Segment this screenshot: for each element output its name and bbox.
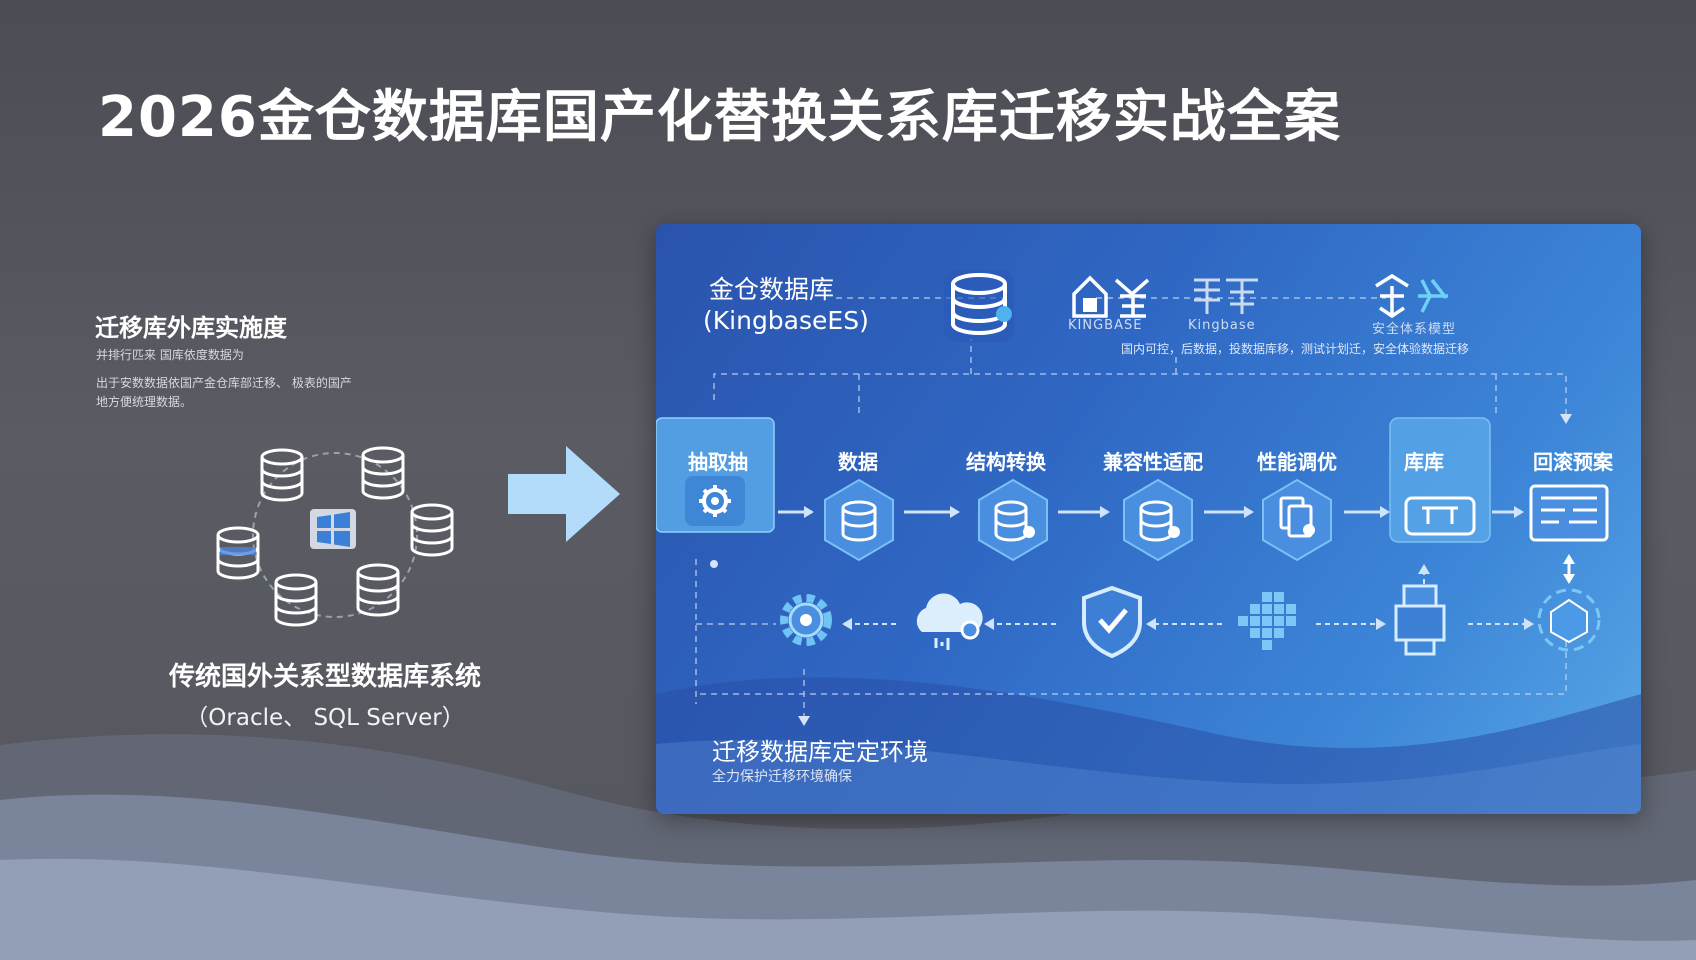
database-icon: [356, 563, 400, 617]
env-subtitle: 全力保护迁移环境确保: [712, 769, 852, 785]
kingbase-logo-icon: [1194, 278, 1258, 314]
logo-caption: Kingbase: [1188, 318, 1256, 333]
kingbase-name: 金仓数据库: [709, 275, 835, 304]
server-stack-icon: [1394, 584, 1446, 656]
step-label-extract: 抽取抽: [688, 450, 748, 474]
left-subtext: 出于安数数据依国产金仓库部迁移、 极表的国产: [96, 376, 352, 390]
kingbase-database-icon: [944, 270, 1014, 342]
step-label-schema: 结构转换: [966, 450, 1046, 474]
logo-caption: 安全体系模型: [1372, 322, 1457, 337]
shield-check-icon: [1082, 585, 1142, 659]
schema-step-icon: [978, 478, 1048, 562]
database-icon: [410, 503, 454, 557]
gear-icon: [685, 476, 745, 526]
migration-arrow-icon: [508, 446, 620, 542]
step-label-perf: 性能调优: [1257, 450, 1337, 474]
page-title: 2026金仓数据库国产化替换关系库迁移实战全案: [98, 85, 1341, 150]
step-label-compat: 兼容性适配: [1103, 450, 1203, 474]
kingbase-english-name: (KingbaseES): [703, 306, 869, 335]
panel-description: 国内可控，后数据，投数据库移，测试计划迁，安全体验数据迁移: [1121, 342, 1470, 356]
cloud-icon: [916, 593, 983, 650]
legacy-system-title: 传统国外关系型数据库系统: [168, 662, 481, 692]
globe-icon: [1537, 588, 1601, 652]
compat-step-icon: [1123, 478, 1193, 562]
step-label-target: 库库: [1404, 450, 1444, 474]
target-server-icon: [1389, 417, 1491, 543]
logo-caption: KINGBASE: [1068, 318, 1143, 333]
windows-icon: [310, 509, 356, 549]
document-gear-icon: [1262, 478, 1332, 562]
left-heading: 迁移库外库实施度: [95, 314, 287, 342]
env-title: 迁移数据库定定环境: [712, 738, 928, 766]
step-label-rollback: 回滚预案: [1533, 450, 1613, 474]
security-logo-icon: [1375, 273, 1448, 319]
legacy-system-subtitle: （Oracle、 SQL Server）: [185, 705, 465, 731]
pixel-grid-icon: [1238, 592, 1296, 650]
left-subtext: 并排行匹来 国库依度数据为: [96, 348, 244, 362]
kingbase-logo-icon: [1072, 275, 1150, 318]
database-icon: [361, 446, 405, 500]
step-label-data: 数据: [838, 450, 878, 474]
legacy-database-cluster: [216, 446, 454, 627]
data-step-icon: [824, 478, 894, 562]
rollback-panel-icon: [1529, 484, 1609, 542]
database-icon: [260, 448, 304, 502]
database-icon: [274, 573, 318, 627]
gear-icon: [780, 594, 832, 646]
database-icon: [216, 526, 260, 580]
kingbase-migration-panel: 金仓数据库 (KingbaseES) KINGBASE Kingbase 安全体…: [656, 224, 1641, 814]
left-subtext: 地方便统理数据。: [96, 395, 193, 409]
